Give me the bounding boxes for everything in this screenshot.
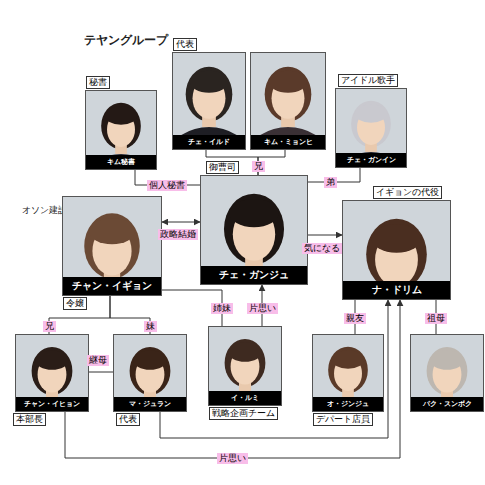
role-tag: 代表 bbox=[116, 413, 140, 426]
portrait-ground bbox=[173, 53, 245, 149]
portrait-ground bbox=[343, 201, 450, 299]
relation-label: 気になる bbox=[302, 243, 342, 254]
portrait-hair bbox=[225, 339, 266, 387]
group-title: オソン建設 bbox=[22, 204, 67, 217]
portrait-fringe bbox=[372, 224, 422, 253]
character-box: イ・ルミ戦略企画チーム bbox=[208, 326, 282, 406]
relation-label: 個人秘書 bbox=[147, 180, 187, 191]
role-tag: 戦略企画チーム bbox=[209, 407, 278, 420]
character-name: マ・ジュラン bbox=[114, 397, 186, 411]
portrait-ground bbox=[114, 335, 186, 411]
relation-line bbox=[206, 150, 258, 175]
portrait-hair bbox=[101, 103, 141, 150]
role-tag: アイドル歌手 bbox=[338, 74, 398, 87]
portrait-ground bbox=[63, 197, 161, 295]
role-tag: 代表 bbox=[173, 38, 197, 51]
character-box: チェ・ガンジュ御曹司 bbox=[200, 175, 308, 285]
role-tag: イギョンの代役 bbox=[373, 186, 442, 199]
portrait-fringe bbox=[228, 343, 262, 362]
relation-label: 政略結婚 bbox=[158, 229, 198, 240]
band-area bbox=[68, 12, 432, 448]
character-box: オ・ジンジュデパート店員 bbox=[312, 334, 384, 412]
character-name: キム秘書 bbox=[86, 155, 156, 169]
portrait-hair bbox=[84, 213, 140, 278]
relation-line bbox=[65, 300, 400, 458]
relation-label: 親友 bbox=[344, 313, 366, 324]
character-name: チャン・イギョン bbox=[63, 277, 161, 295]
character-box: パク・スンボク bbox=[410, 334, 484, 412]
portrait-hair bbox=[186, 67, 233, 122]
portrait-shoulders bbox=[251, 127, 325, 149]
relation-label: 継母 bbox=[87, 355, 109, 366]
portrait-ground bbox=[86, 91, 156, 169]
relation-label: 祖母 bbox=[425, 313, 447, 324]
portrait-fringe bbox=[229, 199, 278, 227]
relation-line bbox=[160, 300, 388, 438]
portrait-fringe bbox=[190, 71, 228, 93]
character-name: イ・ルミ bbox=[209, 391, 281, 405]
portrait-fringe bbox=[269, 71, 307, 93]
character-name: パク・スンボク bbox=[411, 397, 483, 411]
portrait-fringe bbox=[35, 351, 69, 370]
character-name: チェ・ガンジュ bbox=[201, 266, 307, 284]
group-title: テヤングループ bbox=[84, 32, 168, 49]
role-tag: 本部長 bbox=[13, 413, 46, 426]
portrait-hair bbox=[366, 219, 427, 290]
portrait-fringe bbox=[133, 351, 167, 370]
relation-label: 兄 bbox=[43, 321, 56, 332]
portrait-hair bbox=[351, 101, 391, 148]
portrait-hair bbox=[224, 194, 284, 265]
portrait-hair bbox=[32, 347, 73, 395]
character-box: キム・ミョンヒ bbox=[250, 52, 326, 150]
role-tag: デパート店員 bbox=[313, 413, 373, 426]
character-box: チャン・イギョン令嬢 bbox=[62, 196, 162, 296]
character-name: チェ・ガンイン bbox=[336, 153, 406, 167]
band-area bbox=[12, 188, 190, 448]
portrait-hair bbox=[427, 347, 468, 395]
character-name: チェ・イルド bbox=[173, 135, 245, 149]
portrait-ground bbox=[209, 327, 281, 405]
role-tag: 令嬢 bbox=[63, 297, 87, 310]
character-name: ナ・ドリム bbox=[343, 281, 450, 299]
character-name: オ・ジンジュ bbox=[313, 397, 383, 411]
relation-line bbox=[162, 222, 200, 223]
portrait-shoulders bbox=[173, 127, 245, 149]
relation-label: 兄 bbox=[252, 161, 265, 172]
group-band: オソン建設チャン・イギョン令嬢チャン・イヒョン本部長マ・ジュラン代表 bbox=[12, 188, 190, 448]
character-name: キム・ミョンヒ bbox=[251, 135, 325, 149]
relation-label: 妹 bbox=[144, 321, 157, 332]
relation-line bbox=[49, 296, 110, 334]
character-box: チェ・ガンインアイドル歌手 bbox=[335, 88, 407, 168]
portrait-hair bbox=[265, 67, 312, 122]
portrait-ground bbox=[16, 335, 88, 411]
relation-label: 片思い bbox=[247, 303, 278, 314]
character-box: チャン・イヒョン本部長 bbox=[15, 334, 89, 412]
portrait-fringe bbox=[332, 350, 365, 369]
character-box: マ・ジュラン代表 bbox=[113, 334, 187, 412]
character-box: ナ・ドリムイギョンの代役 bbox=[342, 200, 451, 300]
character-name: チャン・イヒョン bbox=[16, 397, 88, 411]
relation-label: 弟 bbox=[324, 177, 337, 188]
portrait-fringe bbox=[430, 351, 464, 370]
character-box: キム秘書秘書 bbox=[85, 90, 157, 170]
portrait-ground bbox=[336, 89, 406, 167]
portrait-fringe bbox=[105, 106, 138, 125]
portrait-hair bbox=[130, 347, 171, 395]
portrait-fringe bbox=[89, 218, 135, 244]
portrait-ground bbox=[251, 53, 325, 149]
portrait-ground bbox=[411, 335, 483, 411]
portrait-ground bbox=[313, 335, 383, 411]
portrait-fringe bbox=[355, 104, 388, 123]
relation-label: 片思い bbox=[217, 453, 248, 464]
relation-line bbox=[308, 235, 342, 236]
character-box: チェ・イルド代表 bbox=[172, 52, 246, 150]
role-tag: 秘書 bbox=[86, 76, 110, 89]
relation-label: 姉妹 bbox=[211, 303, 233, 314]
role-tag: 御曹司 bbox=[206, 161, 239, 174]
relation-line bbox=[89, 372, 113, 373]
portrait-ground bbox=[201, 176, 307, 284]
portrait-hair bbox=[328, 347, 368, 394]
